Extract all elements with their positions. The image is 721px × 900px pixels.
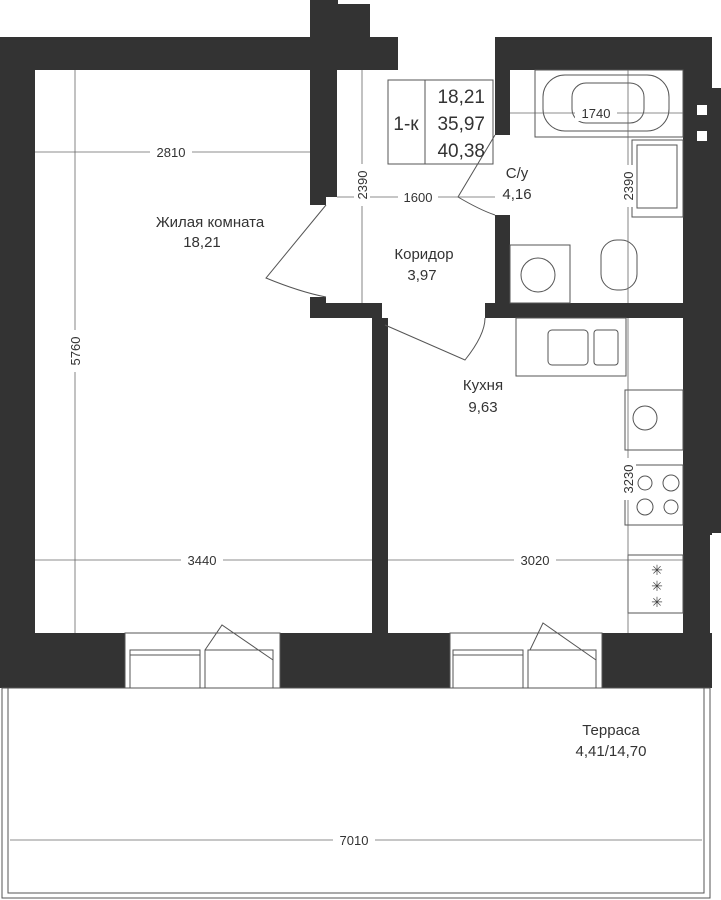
dim-living-width-bottom: 3440 (188, 553, 217, 568)
apartment-type: 1-к (393, 114, 419, 135)
svg-text:✳: ✳ (651, 594, 663, 610)
dim-bath-height: 2390 (621, 172, 636, 201)
living-area: 18,21 (437, 87, 485, 108)
room-area: 18,21 (183, 234, 221, 251)
total-area: 35,97 (437, 114, 485, 135)
room-bathroom: С/у 4,16 (502, 165, 531, 203)
dim-kitchen-height: 3230 (621, 465, 636, 494)
room-name: С/у (506, 165, 529, 182)
summary-box: 1-к 18,21 35,97 40,38 (387, 79, 494, 165)
dim-kitchen-width: 3020 (521, 553, 550, 568)
room-area: 9,63 (468, 399, 497, 416)
svg-text:✳: ✳ (651, 578, 663, 594)
room-name: Терраса (582, 722, 640, 739)
dim-terrace-width: 7010 (340, 833, 369, 848)
walls (0, 0, 721, 688)
total-with-terrace: 40,38 (437, 141, 485, 162)
room-terrace: Терраса 4,41/14,70 (576, 722, 647, 760)
room-kitchen: Кухня 9,63 (463, 377, 503, 416)
dim-corridor-width: 1600 (404, 190, 433, 205)
dim-bath-width: 1740 (582, 106, 611, 121)
terrace-outline (1, 687, 711, 899)
dim-living-height: 5760 (68, 337, 83, 366)
fixtures: ✳ ✳ ✳ (509, 69, 684, 614)
room-name: Коридор (394, 246, 453, 263)
room-area: 4,41/14,70 (576, 743, 647, 760)
room-name: Кухня (463, 377, 503, 394)
room-area: 4,16 (502, 186, 531, 203)
room-area: 3,97 (407, 267, 436, 284)
svg-text:✳: ✳ (651, 562, 663, 578)
dim-living-width-top: 2810 (157, 145, 186, 160)
dim-corridor-height: 2390 (355, 171, 370, 200)
room-corridor: Коридор 3,97 (394, 246, 453, 284)
room-living: Жилая комната 18,21 (156, 214, 265, 251)
room-name: Жилая комната (156, 214, 265, 231)
